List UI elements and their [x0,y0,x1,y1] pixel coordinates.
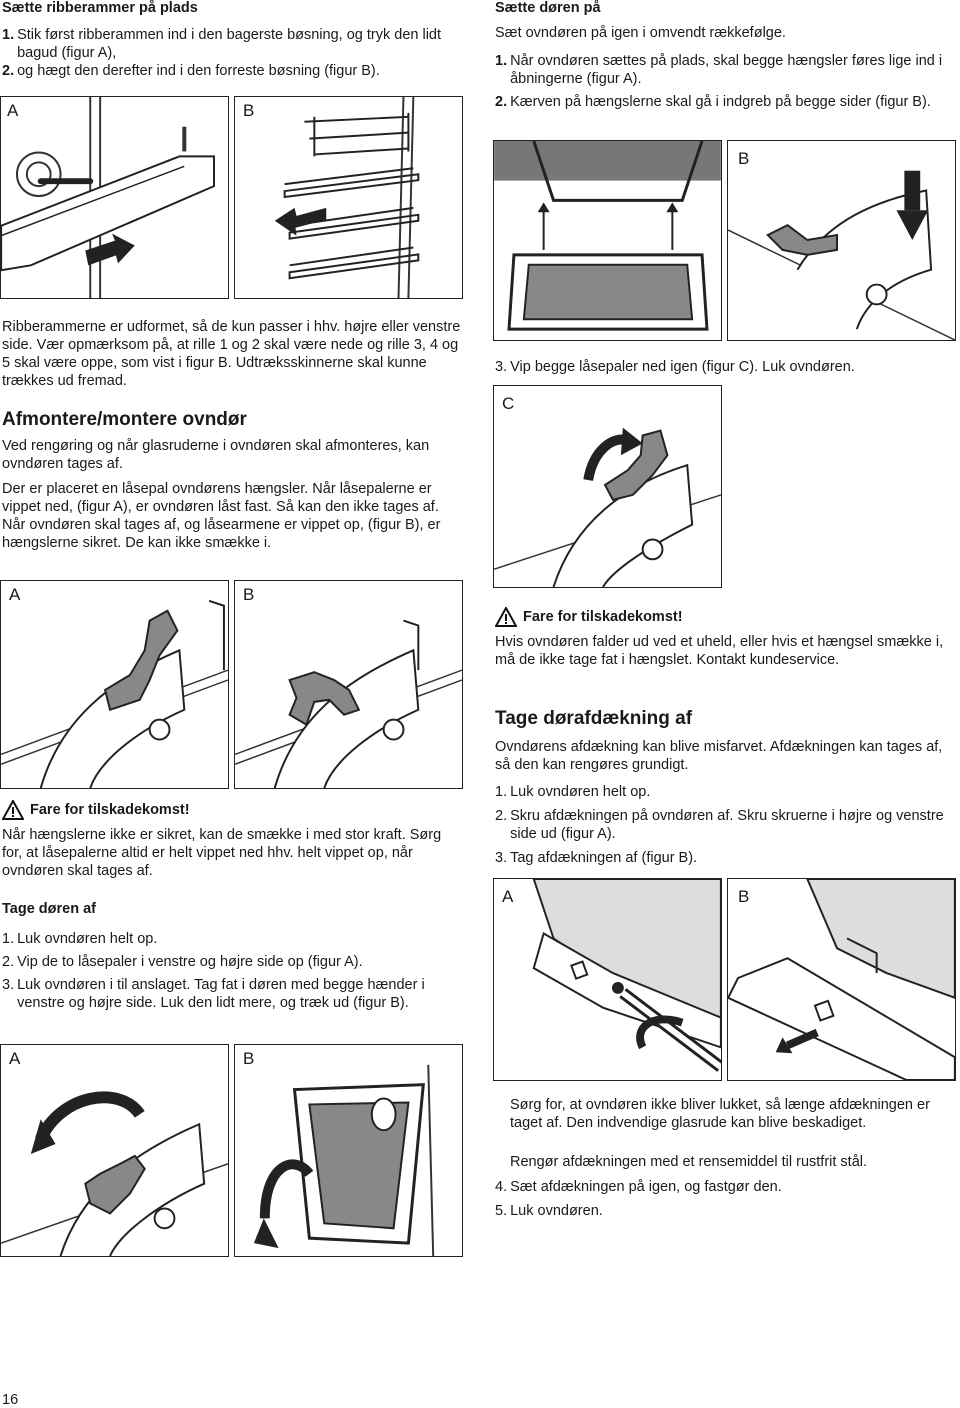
cover-unscrew-illustration [532,879,721,1072]
hinge-secured-illustration [235,619,462,788]
mount-insert-illustration [494,141,721,331]
figure-label: A [7,101,19,120]
figure-label: B [243,585,255,604]
mount-heading: Sætte døren på [495,0,601,16]
mount-engage-illustration [728,170,955,340]
list-item: 5.Luk ovndøren. [495,1203,603,1219]
remove-heading: Tage døren af [2,901,96,917]
figure-cover-a: A [493,878,722,1081]
cover-remove-illustration [728,879,955,1080]
cover-steps-2: 4.Sæt afdækningen på igen, og fastgør de… [495,1178,955,1220]
mount-intro: Sæt ovndøren på igen i omvendt rækkefølg… [495,25,786,41]
door-remove-illustration [253,1064,435,1256]
figure-rack-b: B [234,96,463,299]
warning-triangle-icon [2,800,24,820]
page-number: 16 [2,1392,19,1408]
list-item: 2.og hægt den derefter ind i den forrest… [2,63,380,79]
list-item: 4.Sæt afdækningen på igen, og fastgør de… [495,1179,782,1195]
figure-rack-a: A [0,96,229,299]
warning-right-text: Hvis ovndøren falder ud ved et uheld, el… [495,634,944,668]
cover-note-1: Sørg for, at ovndøren ikke bliver lukket… [510,1097,930,1131]
list-item: 2.Vip de to låsepaler i venstre og højre… [2,954,363,970]
door-paragraph-2: Der er placeret en låsepal ovndørens hæn… [2,481,441,551]
mount-lock-illustration [494,427,721,587]
list-item: 3.Luk ovndøren i til anslaget. Tag fat i… [2,977,425,1011]
warning-left: Fare for tilskadekomst! [2,800,190,820]
figure-door-remove: B [234,1044,463,1257]
door-unlock-illustration [1,1091,228,1256]
list-item: 2.Skru afdækningen på ovndøren af. Skru … [495,808,944,842]
door-paragraph-1: Ved rengøring og når glasruderne i ovndø… [2,438,430,472]
figure-cover-b: B [727,878,956,1081]
cover-note-2: Rengør afdækningen med et rensemiddel ti… [510,1154,868,1170]
cover-steps: 1.Luk ovndøren helt op. 2.Skru afdækning… [495,783,955,867]
figure-door-unlock: A [0,1044,229,1257]
cover-heading: Tage dørafdækning af [495,708,693,729]
warning-triangle-icon [495,607,517,627]
list-item: 1.Stik først ribberammen ind i den bager… [2,27,442,61]
mount-step-3: 3.Vip begge låsepaler ned igen (figur C)… [495,359,855,375]
figure-mount-a: A [493,140,722,341]
list-item: 1.Luk ovndøren helt op. [2,931,158,947]
figure-label: B [738,149,750,168]
list-item: 2.Kærven på hængslerne skal gå i indgreb… [495,94,931,110]
list-item: 1.Luk ovndøren helt op. [495,784,651,800]
rack-front-illustration [274,97,420,298]
warning-left-text: Når hængslerne ikke er sikret, kan de sm… [2,827,442,879]
door-heading: Afmontere/montere ovndør [2,409,247,430]
rack-note: Ribberammerne er udformet, så de kun pas… [2,319,461,389]
figure-mount-b: B [727,140,956,341]
list-item: 1.Når ovndøren sættes på plads, skal beg… [495,53,943,87]
figure-label: A [9,585,21,604]
figure-label: B [243,101,255,120]
rack-steps: 1.Stik først ribberammen ind i den bager… [2,26,462,80]
figure-label: C [502,394,515,413]
warning-right: Fare for tilskadekomst! [495,607,683,627]
list-item: 3.Tag afdækningen af (figur B). [495,850,698,866]
figure-mount-c: C [493,385,722,588]
rack-rear-illustration [1,97,215,298]
mount-steps: 1.Når ovndøren sættes på plads, skal beg… [495,52,955,111]
figure-label: A [9,1049,21,1068]
remove-steps: 1.Luk ovndøren helt op. 2.Vip de to låse… [2,930,464,1012]
rack-heading: Sætte ribberammer på plads [2,0,198,16]
figure-label: B [738,887,750,906]
figure-label: A [502,887,514,906]
figure-hinge-secured: B [234,580,463,789]
figure-label: B [243,1049,255,1068]
hinge-locked-illustration [1,599,228,788]
figure-hinge-locked: A [0,580,229,789]
cover-intro: Ovndørens afdækning kan blive misfarvet.… [495,739,943,773]
